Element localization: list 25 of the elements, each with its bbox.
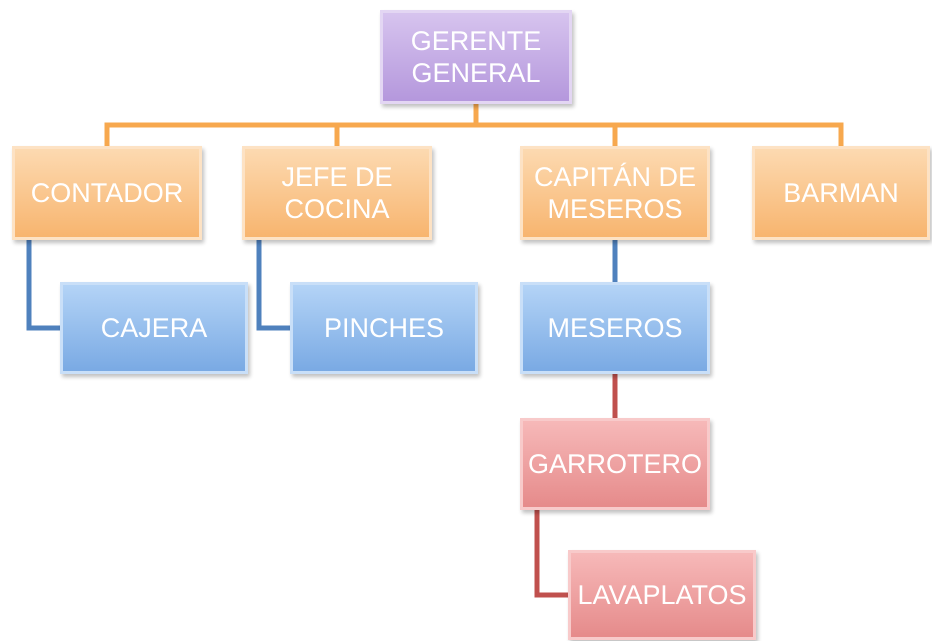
org-box <box>12 146 202 240</box>
role-label: JEFE DE COCINA <box>280 160 394 226</box>
connector-line <box>612 240 618 282</box>
connector-line <box>534 510 568 598</box>
connector-line <box>612 374 618 418</box>
role-label: PINCHES <box>324 312 444 344</box>
role-label: LAVAPLATOS <box>577 578 747 612</box>
role-label: GARROTERO <box>528 448 702 480</box>
connector-line <box>26 240 60 330</box>
role-label: GERENTE GENERAL <box>410 24 542 90</box>
org-box <box>520 418 710 510</box>
org-box <box>60 282 248 374</box>
role-label: CONTADOR <box>30 176 184 210</box>
org-box <box>380 10 572 104</box>
org-box <box>290 282 478 374</box>
org-box <box>752 146 930 240</box>
role-label: BARMAN <box>783 176 899 210</box>
role-label: MESEROS <box>547 312 683 344</box>
role-label: CAJERA <box>100 312 208 344</box>
org-box <box>520 282 710 374</box>
connector-line <box>256 240 290 330</box>
org-box <box>520 146 710 240</box>
org-box <box>568 550 756 640</box>
role-label: CAPITÁN DE MESEROS <box>532 160 698 226</box>
org-box <box>242 146 432 240</box>
